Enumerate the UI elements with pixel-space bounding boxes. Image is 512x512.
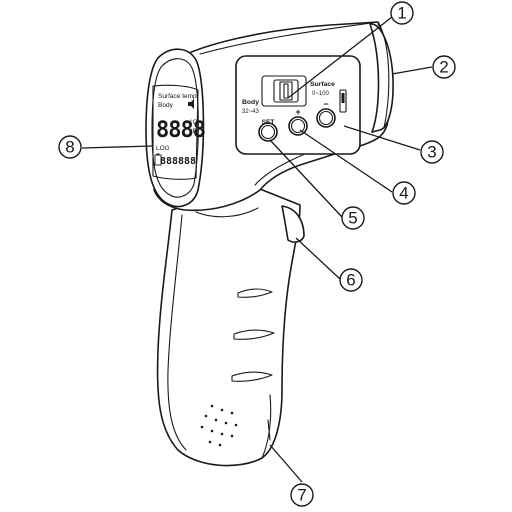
plus-button[interactable]: + <box>288 107 308 136</box>
lcd-mode-surface: Surface temp <box>158 93 197 100</box>
callout-1-label: 1 <box>397 4 406 23</box>
battery-icon <box>154 153 162 166</box>
callout-6: 6 <box>339 268 363 292</box>
lcd-log-digits: 88 <box>160 156 172 167</box>
callout-8: 8 <box>58 135 82 159</box>
speaker-grille <box>200 404 238 447</box>
leader-lines <box>81 16 433 483</box>
minus-button[interactable]: − <box>316 99 336 128</box>
callout-7-label: 7 <box>297 486 306 505</box>
sound-icon <box>188 99 194 109</box>
callout-4: 4 <box>392 181 416 205</box>
callout-2-label: 2 <box>439 58 448 77</box>
lcd-main-reading: 8888 <box>156 118 205 143</box>
callout-5: 5 <box>341 206 365 230</box>
lcd-mode-body: Body <box>158 102 174 109</box>
control-panel: Body 32~43 Surface 0~100 SET + − <box>235 55 361 155</box>
minus-button-label: − <box>323 99 328 109</box>
lcd-log-label: LOG <box>156 145 170 152</box>
plus-button-label: + <box>295 107 300 117</box>
surface-label: Surface <box>310 81 335 88</box>
callout-8-label: 8 <box>65 138 74 157</box>
lcd-screen: Surface temp Body 8888 °C °F LOG 88 8888 <box>152 84 206 180</box>
battery-seam <box>267 419 271 441</box>
surface-range: 0~100 <box>312 91 330 97</box>
set-button-label: SET <box>262 119 275 126</box>
callout-3: 3 <box>420 140 444 164</box>
lcd-aux-reading: 8888 <box>172 156 196 167</box>
callout-7: 7 <box>290 483 314 507</box>
body-label: Body <box>242 99 259 106</box>
callout-3-label: 3 <box>427 143 436 162</box>
handle <box>156 184 301 467</box>
callout-6-label: 6 <box>346 271 355 290</box>
callout-4-label: 4 <box>399 184 408 203</box>
body-range: 32~43 <box>242 109 260 115</box>
set-button[interactable]: SET <box>258 119 278 142</box>
callout-1: 1 <box>390 1 414 25</box>
callout-2: 2 <box>432 55 456 79</box>
grip-ridges <box>231 288 275 382</box>
lcd-unit-f: °F <box>190 127 197 135</box>
sensor-lens-ring <box>369 23 394 133</box>
lcd-unit-c: °C <box>190 118 198 126</box>
callout-5-label: 5 <box>348 209 357 228</box>
trigger <box>281 205 305 243</box>
display-housing <box>145 48 205 208</box>
